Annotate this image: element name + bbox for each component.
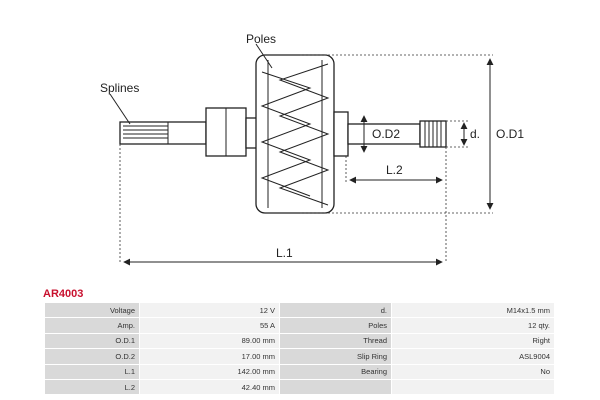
rotor-diagram: Poles Splines O.D2 d. O.D1 L.2 L.1 <box>100 32 524 266</box>
spec-key: O.D.2 <box>44 348 140 365</box>
spec-value: 55 A <box>139 317 280 334</box>
spec-key <box>279 378 392 396</box>
spec-key: Poles <box>279 317 392 334</box>
dimension-lines <box>109 43 494 266</box>
spec-key: Thread <box>279 332 392 350</box>
spec-value: 12 qty. <box>391 317 555 334</box>
spec-value: 17.00 mm <box>139 348 280 365</box>
spec-value: 12 V <box>139 301 280 319</box>
rotor-body <box>255 54 335 214</box>
spec-key: d. <box>279 301 392 319</box>
shaft <box>119 121 207 145</box>
label-od1: O.D1 <box>496 127 524 141</box>
spec-value: 89.00 mm <box>139 332 280 350</box>
spec-key: O.D.1 <box>44 332 140 350</box>
label-splines: Splines <box>100 81 139 95</box>
spec-value: ASL9004 <box>391 348 555 365</box>
spec-value: No <box>391 363 555 380</box>
spec-key: L.2 <box>44 378 140 396</box>
label-d: d. <box>470 127 480 141</box>
label-od2: O.D2 <box>372 127 400 141</box>
label-l2: L.2 <box>386 163 403 177</box>
spec-value <box>391 378 555 396</box>
spec-value: Right <box>391 332 555 350</box>
collar <box>205 107 247 157</box>
spec-value: 142.00 mm <box>139 363 280 380</box>
spec-value: 42.40 mm <box>139 378 280 396</box>
spec-value: M14x1.5 mm <box>391 301 555 319</box>
spec-key: Amp. <box>44 317 140 334</box>
label-l1: L.1 <box>276 246 293 260</box>
spec-key: Bearing <box>279 363 392 380</box>
spec-key: Voltage <box>44 301 140 319</box>
label-poles: Poles <box>246 32 276 46</box>
part-code: AR4003 <box>43 288 84 300</box>
extension-lines <box>119 54 493 262</box>
spec-key: L.1 <box>44 363 140 380</box>
spec-key: Slip Ring <box>279 348 392 365</box>
